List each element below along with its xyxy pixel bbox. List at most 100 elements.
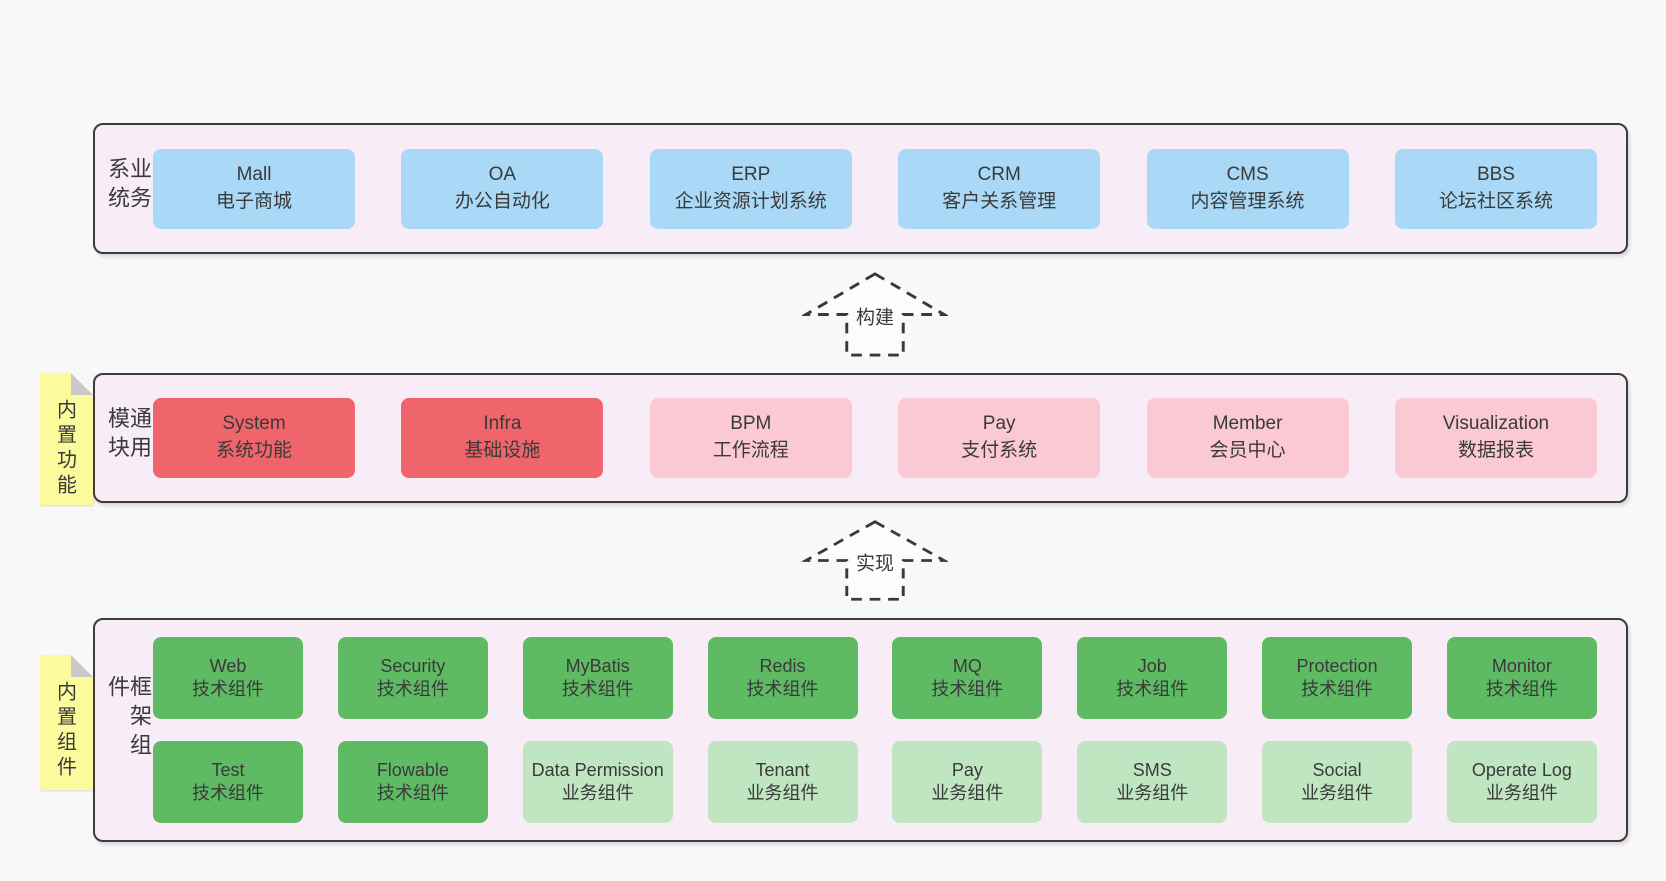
box-social: Social 业务组件 — [1262, 741, 1413, 823]
box-oa-en: OA — [488, 163, 517, 185]
box-protection-en: Protection — [1296, 655, 1378, 676]
box-security-en: Security — [380, 655, 446, 676]
arrow-build: 构建 — [802, 271, 948, 358]
box-redis: Redis 技术组件 — [707, 637, 858, 719]
box-protection: Protection 技术组件 — [1262, 637, 1413, 719]
box-sms-zh: 业务组件 — [1116, 783, 1189, 803]
box-system-en: System — [222, 413, 286, 435]
arrow-build-label: 构建 — [852, 306, 898, 332]
layer-framework-components-title: 框架组件 — [105, 675, 152, 762]
box-flowable-en: Flowable — [376, 759, 449, 780]
box-member-zh: 会员中心 — [1209, 440, 1286, 461]
box-sms-en: SMS — [1132, 759, 1172, 780]
box-operate-log-en: Operate Log — [1471, 759, 1572, 780]
box-sms: SMS 业务组件 — [1077, 741, 1228, 823]
box-infra: Infra 基础设施 — [401, 398, 604, 478]
box-security-zh: 技术组件 — [376, 679, 449, 699]
box-social-en: Social — [1312, 759, 1362, 780]
box-data-permission: Data Permission 业务组件 — [522, 741, 673, 823]
box-pay-component: Pay 业务组件 — [892, 741, 1043, 823]
box-cms-zh: 内容管理系统 — [1190, 190, 1305, 212]
layer-common-modules-title: 通用模块 — [105, 406, 152, 465]
box-monitor-zh: 技术组件 — [1485, 679, 1558, 699]
arrow-implement-label: 实现 — [852, 552, 898, 578]
box-job: Job 技术组件 — [1077, 637, 1228, 719]
box-mq-en: MQ — [952, 655, 982, 676]
box-monitor-en: Monitor — [1491, 655, 1552, 676]
box-pay-system: Pay 支付系统 — [898, 398, 1101, 478]
sticky-note-builtin-features-label: 内置功能 — [53, 399, 76, 499]
box-web-en: Web — [209, 655, 247, 676]
box-web: Web 技术组件 — [153, 637, 303, 719]
box-visualization-en: Visualization — [1442, 413, 1550, 435]
box-job-en: Job — [1137, 655, 1167, 676]
box-oa: OA 办公自动化 — [401, 148, 604, 229]
box-test-en: Test — [211, 759, 245, 780]
layer-business-systems: 业务系统 Mall 电子商城 OA 办公自动化 ERP 企业资源计划系统 CRM… — [93, 123, 1628, 254]
box-erp-en: ERP — [731, 163, 771, 185]
box-pay-system-zh: 支付系统 — [961, 440, 1038, 461]
box-data-permission-en: Data Permission — [531, 759, 664, 780]
box-mybatis-en: MyBatis — [565, 655, 630, 676]
box-bpm-en: BPM — [730, 413, 772, 435]
layer-common-modules-content: System 系统功能 Infra 基础设施 BPM 工作流程 Pay 支付系统… — [153, 375, 1597, 501]
sticky-note-builtin-components: 内置组件 — [40, 655, 93, 790]
box-infra-zh: 基础设施 — [464, 440, 541, 461]
box-crm: CRM 客户关系管理 — [898, 148, 1101, 229]
business-systems-row: Mall 电子商城 OA 办公自动化 ERP 企业资源计划系统 CRM 客户关系… — [153, 148, 1597, 229]
box-web-zh: 技术组件 — [192, 679, 264, 699]
box-mall: Mall 电子商城 — [153, 148, 355, 229]
sticky-note-builtin-features: 内置功能 — [40, 373, 93, 505]
box-member: Member 会员中心 — [1146, 398, 1349, 478]
box-visualization-zh: 数据报表 — [1457, 440, 1534, 461]
box-member-en: Member — [1212, 413, 1283, 435]
box-bbs-en: BBS — [1476, 163, 1515, 185]
box-test: Test 技术组件 — [153, 741, 303, 823]
box-system: System 系统功能 — [153, 398, 355, 478]
box-system-zh: 系统功能 — [215, 440, 292, 461]
box-tenant-zh: 业务组件 — [746, 783, 819, 803]
box-mq: MQ 技术组件 — [892, 637, 1043, 719]
box-test-zh: 技术组件 — [192, 783, 264, 803]
box-tenant: Tenant 业务组件 — [707, 741, 858, 823]
box-redis-zh: 技术组件 — [746, 679, 819, 699]
box-oa-zh: 办公自动化 — [454, 190, 550, 212]
common-modules-row: System 系统功能 Infra 基础设施 BPM 工作流程 Pay 支付系统… — [153, 398, 1597, 478]
box-mybatis: MyBatis 技术组件 — [522, 637, 673, 719]
box-mall-zh: 电子商城 — [215, 190, 292, 212]
layer-framework-components-content: Web 技术组件 Security 技术组件 MyBatis 技术组件 Redi… — [153, 620, 1597, 840]
box-data-permission-zh: 业务组件 — [561, 783, 634, 803]
layer-common-modules: 通用模块 System 系统功能 Infra 基础设施 BPM 工作流程 Pay… — [93, 373, 1628, 503]
layer-business-systems-title: 业务系统 — [105, 156, 152, 215]
box-protection-zh: 技术组件 — [1301, 679, 1374, 699]
box-mall-en: Mall — [236, 163, 272, 185]
box-social-zh: 业务组件 — [1301, 783, 1374, 803]
box-flowable: Flowable 技术组件 — [337, 741, 488, 823]
box-erp: ERP 企业资源计划系统 — [649, 148, 852, 229]
box-pay-component-en: Pay — [951, 759, 983, 780]
box-cms-en: CMS — [1226, 163, 1269, 185]
box-operate-log: Operate Log 业务组件 — [1446, 741, 1597, 823]
framework-components-row-2: Test 技术组件 Flowable 技术组件 Data Permission … — [153, 741, 1597, 823]
sticky-note-builtin-components-label: 内置组件 — [53, 681, 76, 781]
box-crm-en: CRM — [977, 163, 1021, 185]
box-security: Security 技术组件 — [337, 637, 488, 719]
arrow-implement: 实现 — [802, 519, 948, 602]
box-mq-zh: 技术组件 — [931, 679, 1004, 699]
layer-framework-components: 框架组件 Web 技术组件 Security 技术组件 MyBatis 技术组件… — [93, 618, 1628, 842]
framework-components-row-1: Web 技术组件 Security 技术组件 MyBatis 技术组件 Redi… — [153, 637, 1597, 719]
box-bbs-zh: 论坛社区系统 — [1438, 190, 1553, 212]
box-visualization: Visualization 数据报表 — [1394, 398, 1597, 478]
box-tenant-en: Tenant — [755, 759, 810, 780]
box-crm-zh: 客户关系管理 — [942, 190, 1057, 212]
box-pay-system-en: Pay — [982, 413, 1016, 435]
box-monitor: Monitor 技术组件 — [1446, 637, 1597, 719]
box-infra-en: Infra — [483, 413, 522, 435]
box-flowable-zh: 技术组件 — [376, 783, 449, 803]
box-job-zh: 技术组件 — [1116, 679, 1189, 699]
box-bbs: BBS 论坛社区系统 — [1394, 148, 1597, 229]
box-bpm-zh: 工作流程 — [712, 440, 789, 461]
box-bpm: BPM 工作流程 — [649, 398, 852, 478]
box-redis-en: Redis — [759, 655, 806, 676]
